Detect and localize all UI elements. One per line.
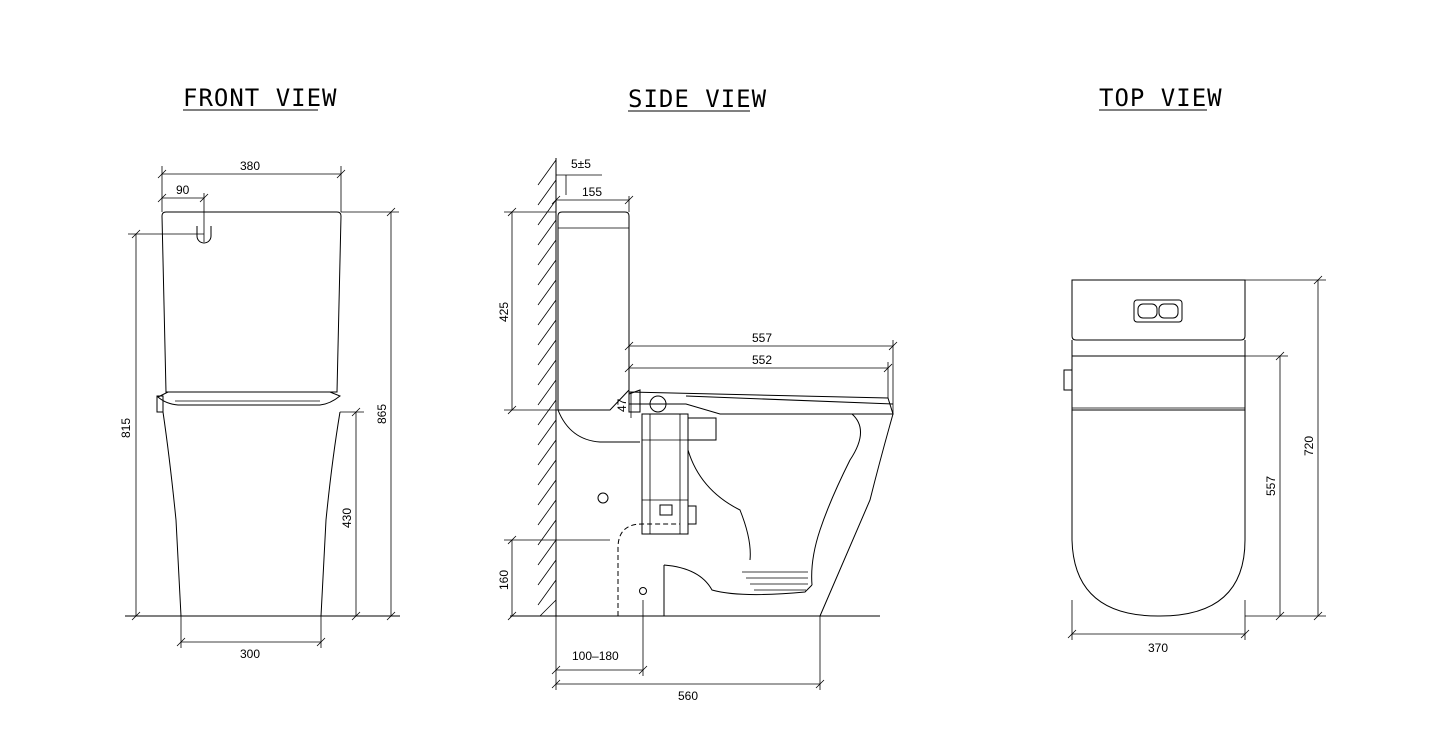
- top-view-drawing: 720 557 370: [1063, 275, 1326, 655]
- dim-setout: 100–180: [572, 649, 619, 663]
- dim-outlet-height: 160: [497, 570, 511, 590]
- dim-height-815: 815: [119, 418, 133, 438]
- dim-seat-length-552: 552: [752, 353, 772, 367]
- front-view-title: FRONT VIEW: [183, 84, 338, 112]
- dim-top-depth: 720: [1302, 436, 1316, 456]
- svg-text:SIDE VIEW: SIDE VIEW: [628, 85, 767, 113]
- dim-width-380: 380: [240, 159, 260, 173]
- svg-text:TOP VIEW: TOP VIEW: [1099, 84, 1223, 112]
- dim-wall-gap: 5±5: [571, 157, 591, 171]
- front-view-drawing: 380 90 815 865 430 300: [119, 159, 400, 661]
- side-view-drawing: 5±5 155 425 557 552 47 16: [497, 157, 898, 703]
- dim-small-47: 47: [615, 398, 629, 412]
- dim-seat-length-557: 557: [752, 331, 772, 345]
- svg-text:FRONT VIEW: FRONT VIEW: [183, 84, 338, 112]
- dim-base-300: 300: [240, 647, 260, 661]
- dim-seat-430: 430: [340, 508, 354, 528]
- dim-top-width: 370: [1148, 641, 1168, 655]
- dim-offset-90: 90: [176, 183, 190, 197]
- dim-height-865: 865: [375, 404, 389, 424]
- dim-cistern-depth: 155: [582, 185, 602, 199]
- dim-total-depth: 560: [678, 689, 698, 703]
- dim-top-bowl: 557: [1264, 476, 1278, 496]
- side-view-title: SIDE VIEW: [628, 85, 767, 113]
- top-view-title: TOP VIEW: [1099, 84, 1223, 112]
- dim-cistern-height: 425: [497, 302, 511, 322]
